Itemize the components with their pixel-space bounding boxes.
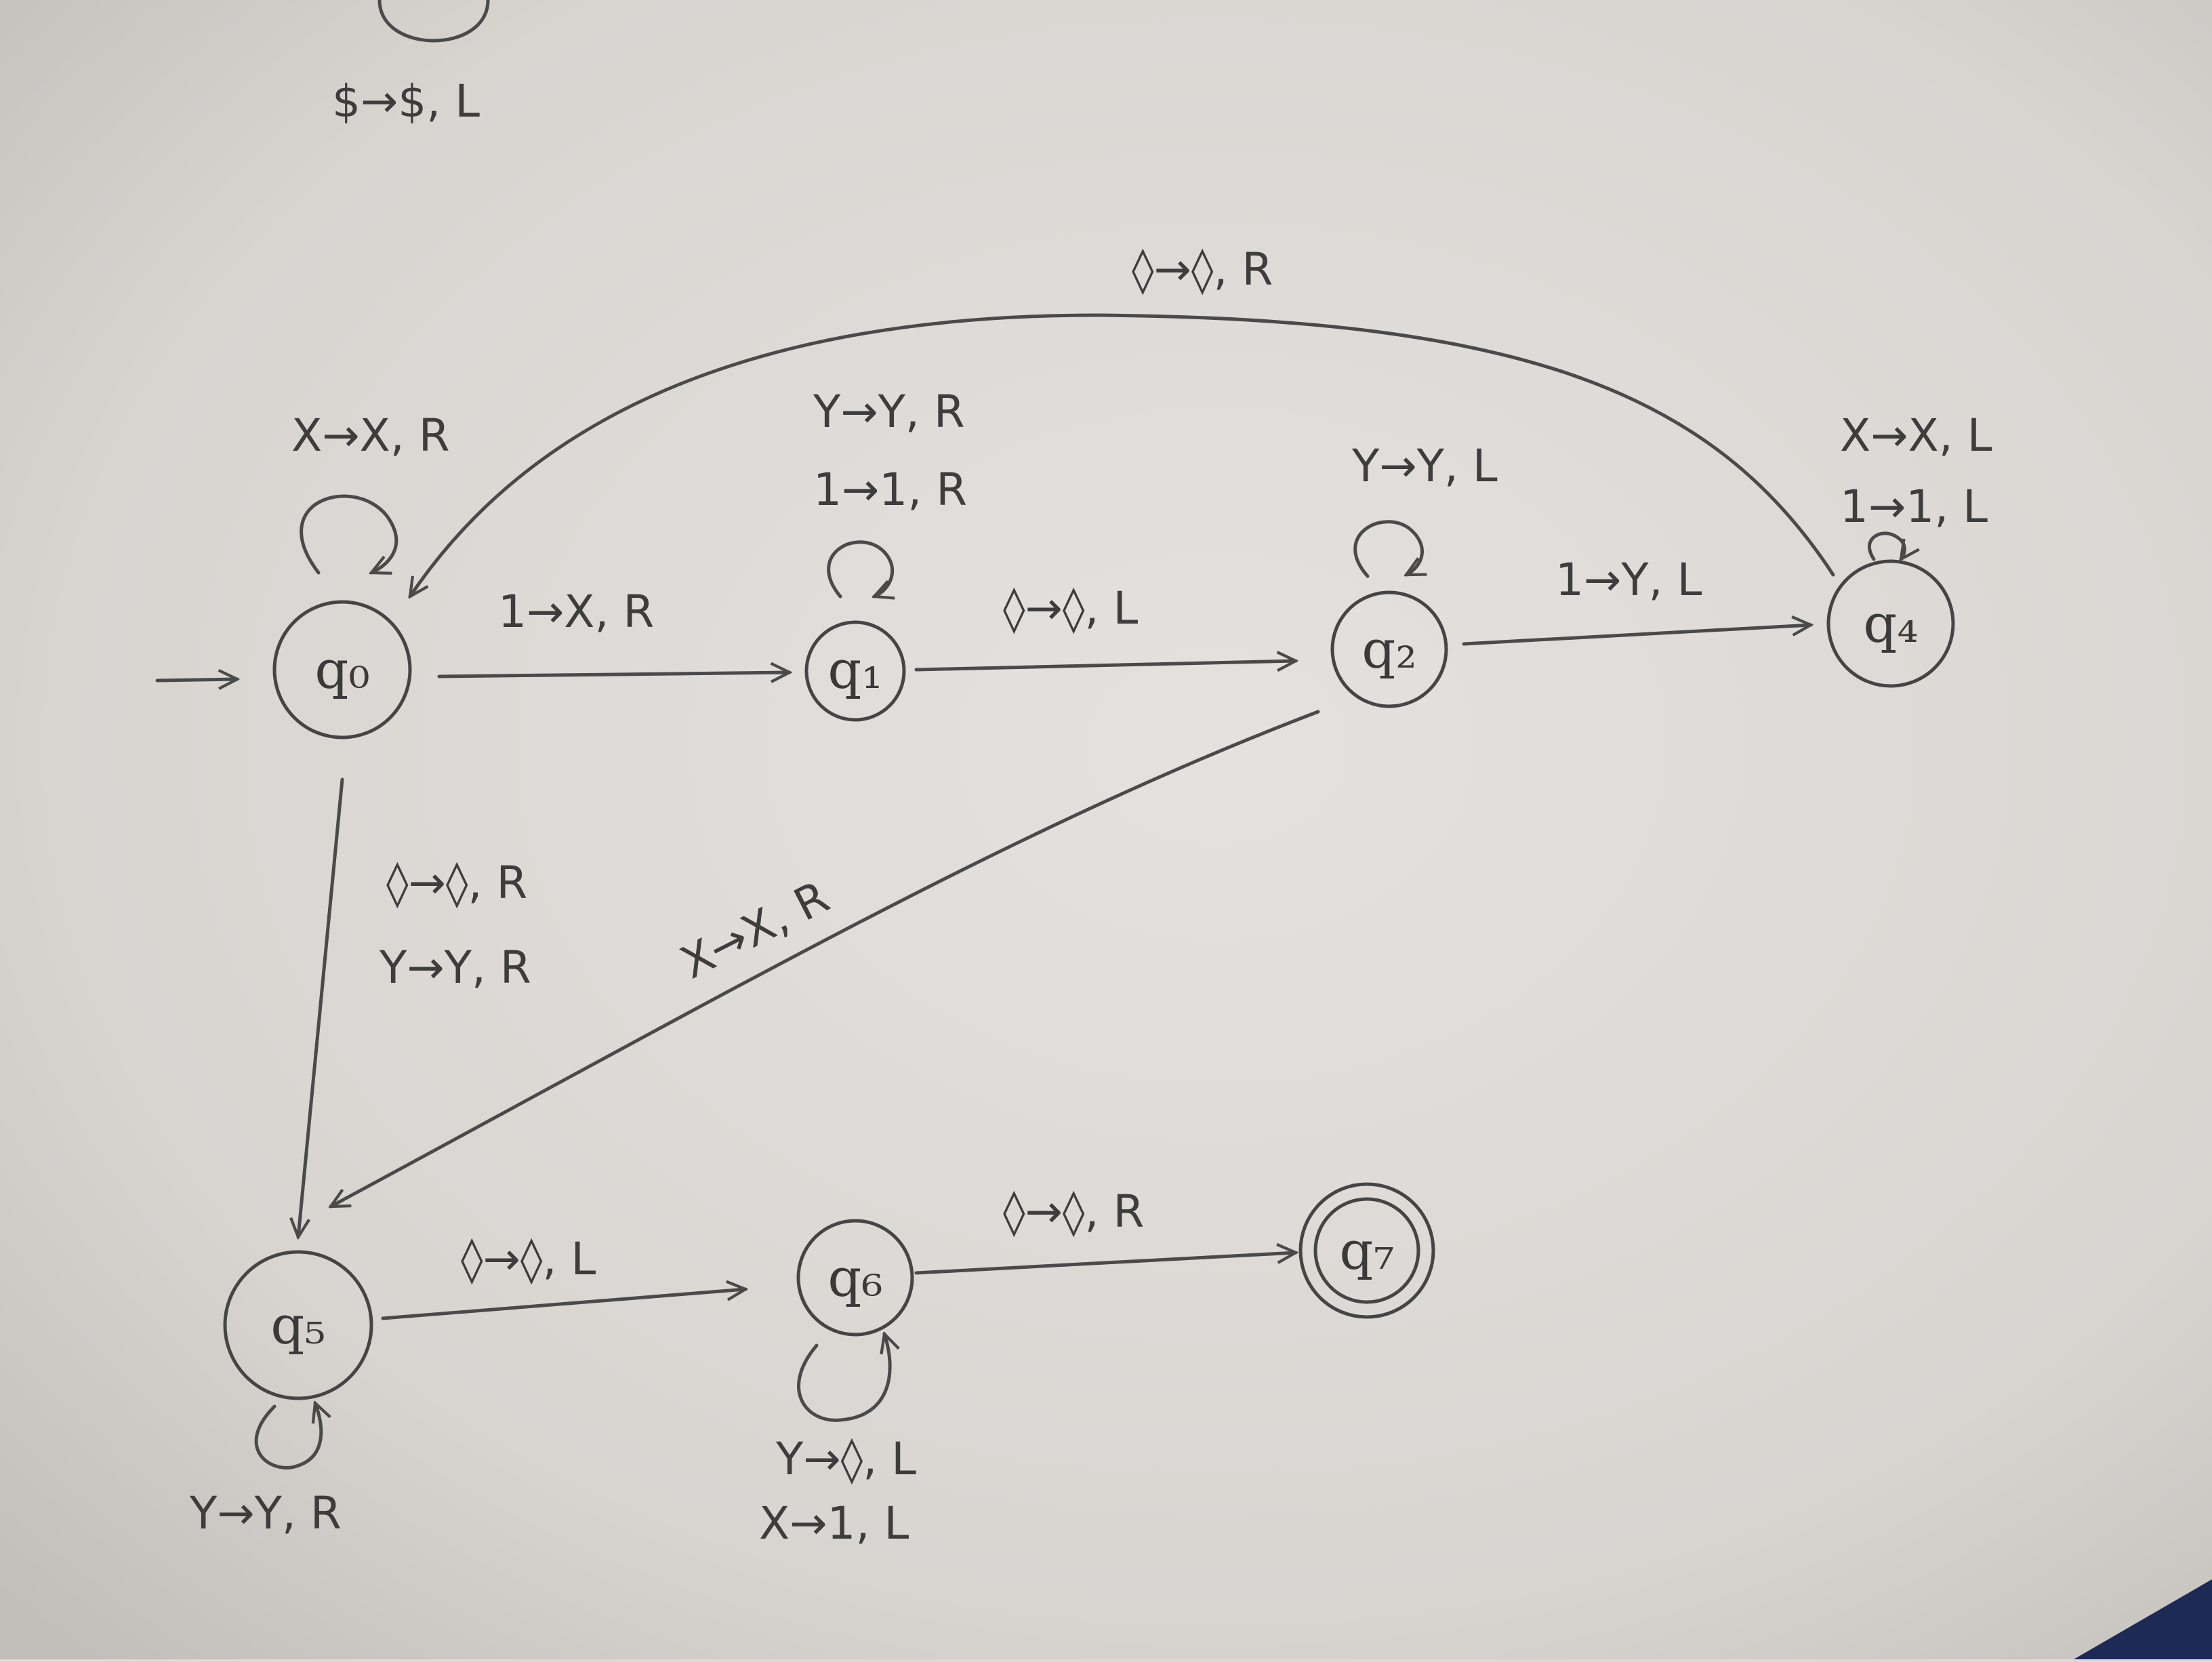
state-q0-label: q₀: [314, 640, 369, 701]
state-q4: q₄: [1826, 559, 1955, 688]
q2-self-loop: [1353, 520, 1422, 578]
label-q0-to-q5-2: Y→Y, R: [379, 941, 531, 994]
edge-q1-to-q2: [914, 661, 1296, 670]
edge-q2-to-q5: [331, 710, 1320, 1209]
edge-q0-to-q5: [298, 777, 344, 1237]
state-q5-label: q₅: [270, 1295, 325, 1356]
label-top-loop: $→$, L: [332, 75, 480, 127]
label-q6-loop-2: X→1, L: [759, 1497, 909, 1549]
label-q6-to-q7: ◊→◊, R: [1003, 1185, 1144, 1238]
edge-q4-to-q0: [410, 313, 1835, 596]
label-q0-to-q5-1: ◊→◊, R: [386, 857, 527, 909]
label-q4-loop-1: X→X, L: [1840, 409, 1992, 462]
label-q2-loop: Y→Y, L: [1351, 440, 1498, 492]
label-q5-to-q6: ◊→◊, L: [461, 1233, 596, 1285]
start-arrow: [155, 679, 237, 681]
label-q1-to-q2: ◊→◊, L: [1003, 582, 1138, 634]
label-q4-loop-2: 1→1, L: [1840, 481, 1988, 533]
state-q4-label: q₄: [1863, 594, 1918, 655]
q6-self-loop: [797, 1334, 890, 1422]
edge-q2-to-q4: [1462, 625, 1811, 646]
edge-q5-to-q6: [381, 1289, 745, 1320]
state-q0: q₀: [272, 600, 412, 739]
state-q2: q₂: [1330, 590, 1448, 708]
label-q1-loop-2: 1→1, R: [813, 464, 967, 516]
state-q1: q₁: [804, 620, 906, 722]
label-q4-to-q0: ◊→◊, R: [1132, 243, 1273, 296]
state-q5: q₅: [223, 1250, 373, 1400]
q5-self-loop: [254, 1403, 321, 1470]
label-q2-to-q4: 1→Y, L: [1555, 554, 1702, 606]
label-q0-to-q1: 1→X, R: [498, 586, 654, 638]
state-q7-label: q₇: [1339, 1221, 1394, 1282]
state-q6: q₆: [796, 1219, 914, 1337]
label-q6-loop-1: Y→◊, L: [775, 1433, 916, 1485]
q4-self-loop: [1868, 531, 1904, 559]
label-q1-loop-1: Y→Y, R: [813, 386, 965, 438]
state-q7: q₇: [1298, 1182, 1435, 1319]
state-q1-label: q₁: [827, 640, 882, 701]
top-self-loop: [377, 0, 490, 43]
label-q0-loop: X→X, R: [291, 409, 450, 462]
q0-self-loop: [300, 494, 398, 573]
edge-q0-to-q1: [437, 672, 790, 676]
state-q6-label: q₆: [827, 1248, 882, 1309]
label-q5-loop: Y→Y, R: [189, 1487, 342, 1539]
desk-corner: [2074, 1579, 2212, 1659]
edge-q6-to-q7: [914, 1253, 1296, 1275]
state-q2-label: q₂: [1361, 620, 1416, 681]
q1-self-loop: [827, 540, 893, 596]
